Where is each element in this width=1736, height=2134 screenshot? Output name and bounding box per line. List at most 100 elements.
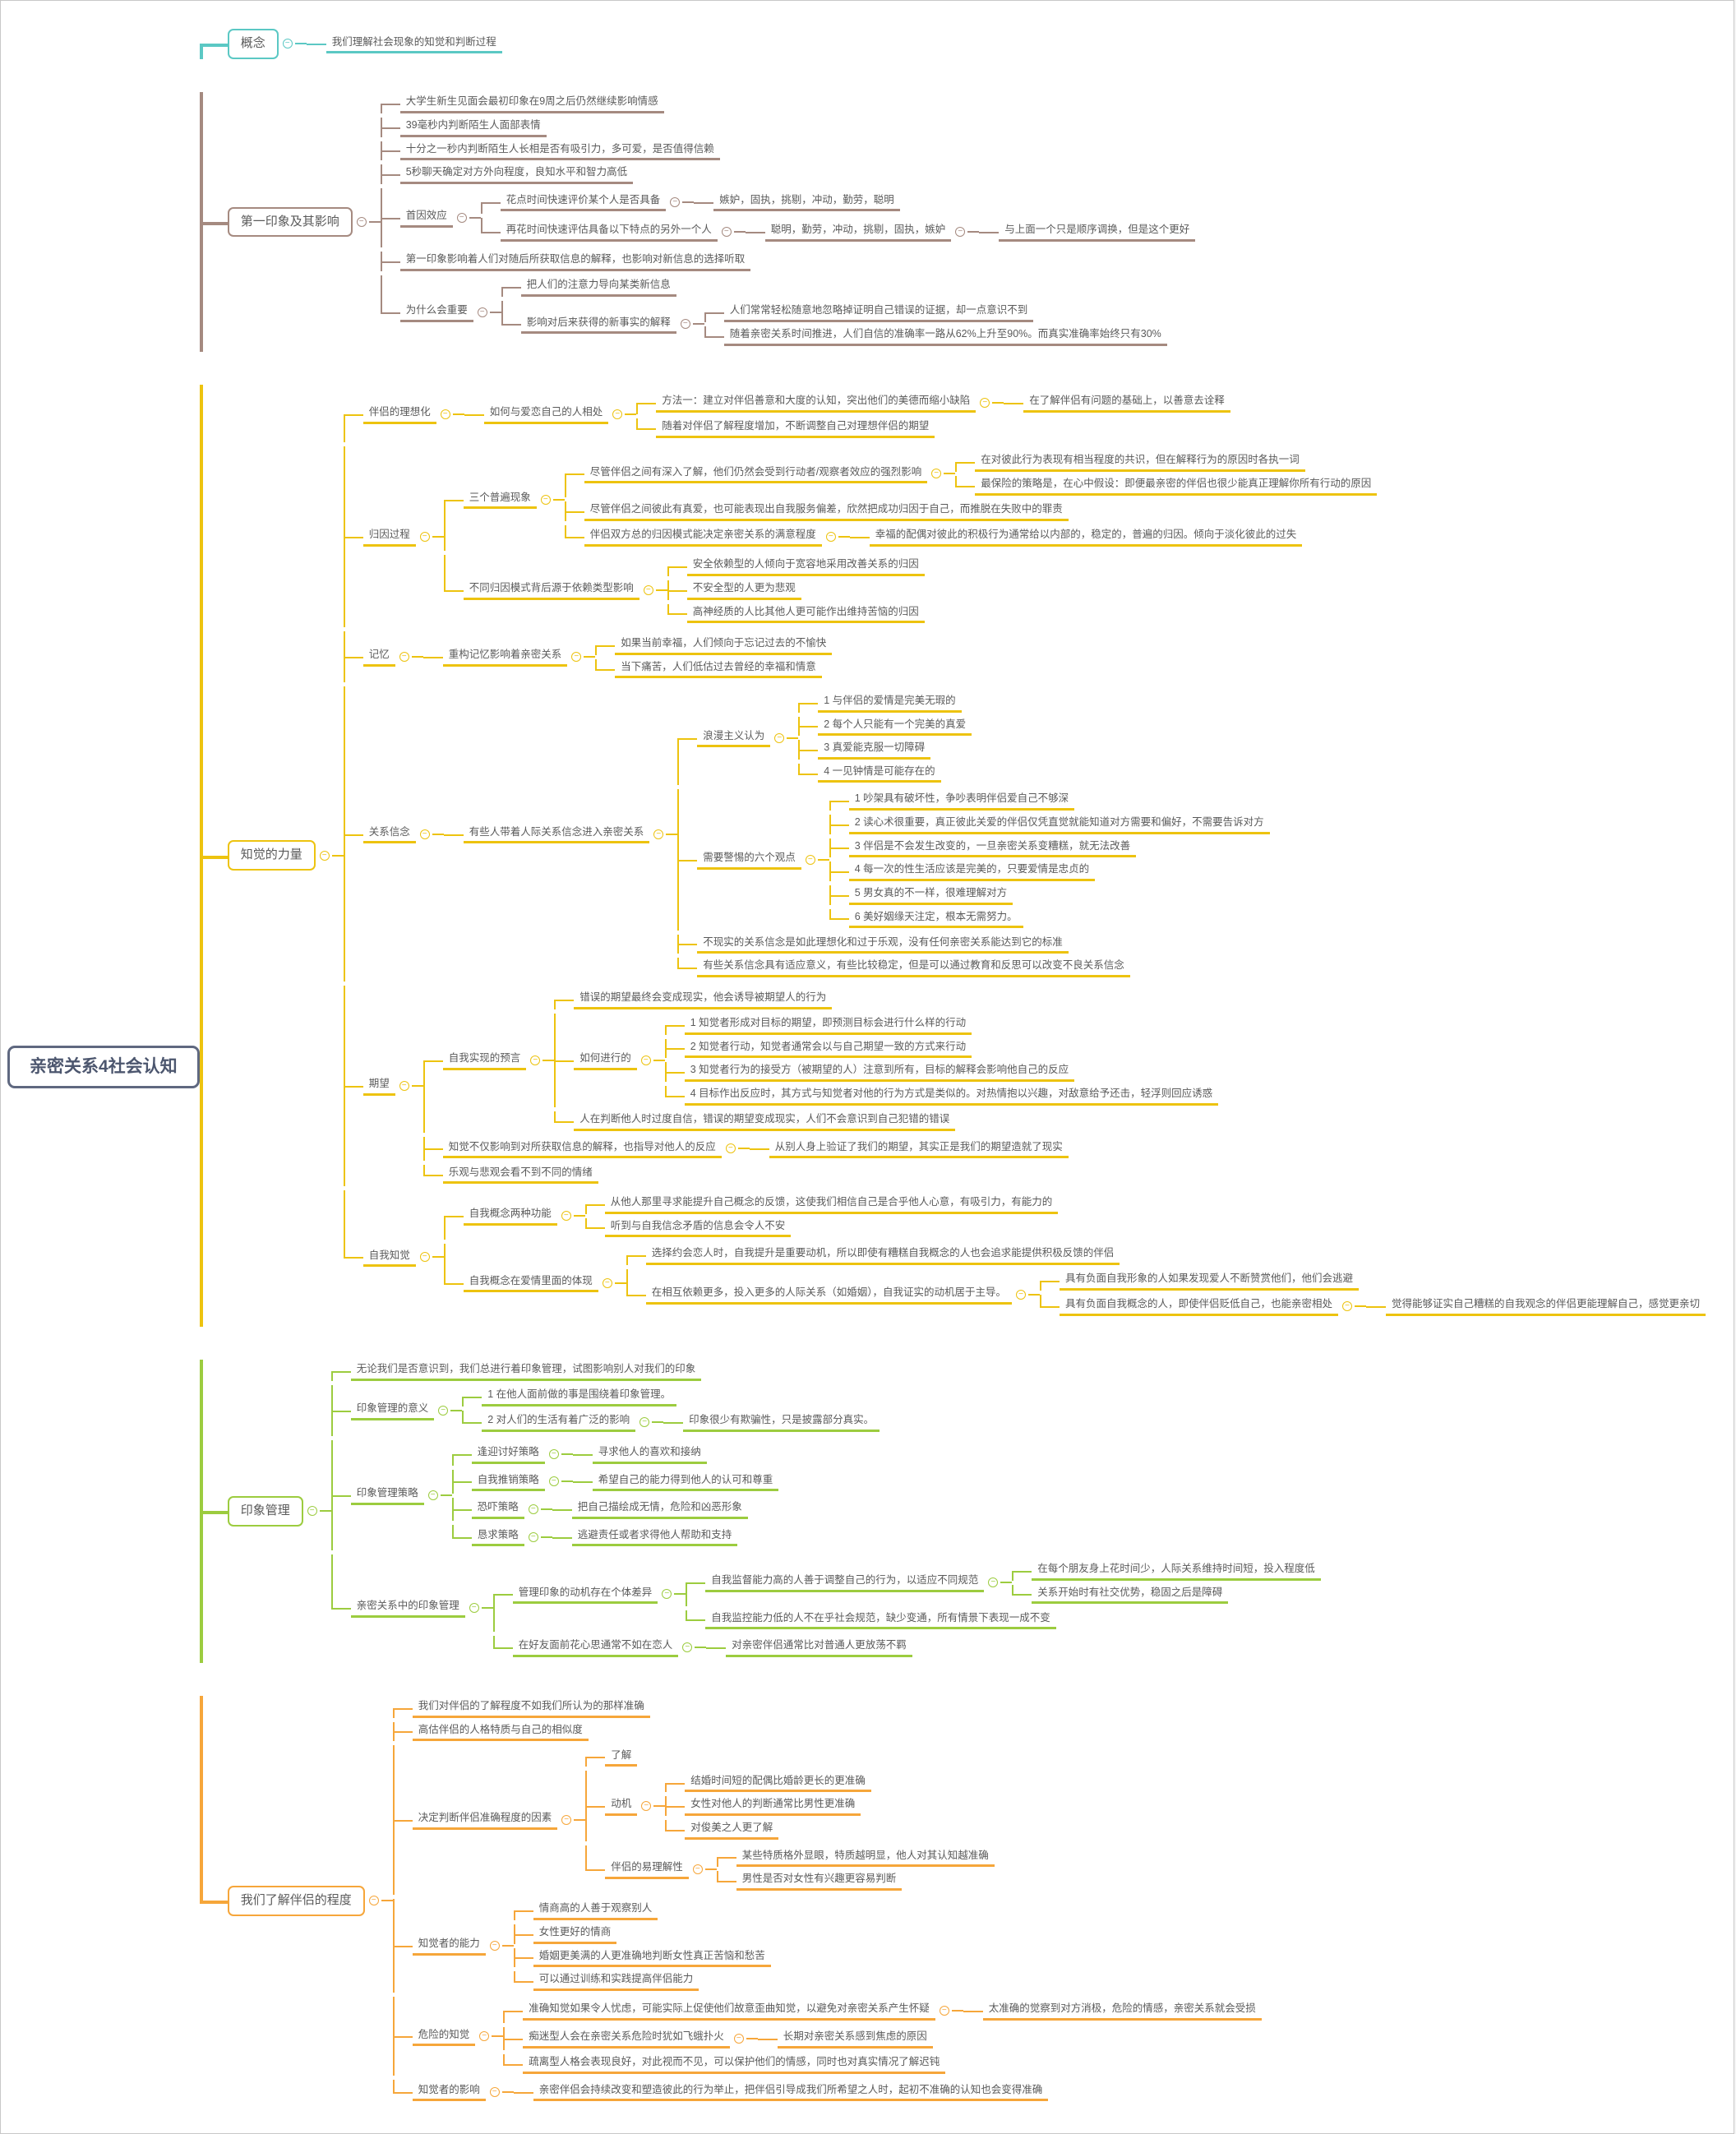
subtopic[interactable]: 需要警惕的六个观点 [697,850,801,870]
main-topic[interactable]: 概念 [227,29,279,59]
subtopic[interactable]: 期望 [362,1076,395,1096]
subtopic[interactable]: 伴侣的易理解性 [605,1859,689,1879]
subtopic[interactable]: 不同归因模式背后源于依赖类型影响 [463,580,639,600]
subtopic[interactable]: 从别人身上验证了我们的期望，其实正是我们的期望造就了现实 [769,1139,1069,1159]
subtopic[interactable]: 2 读心术很重要，真正彼此关爱的伴侣仅凭直觉就能知道对方需要和偏好，不需要告诉对… [848,815,1270,834]
subtopic[interactable]: 我们对伴侣的了解程度不如我们所认为的那样准确 [412,1698,650,1718]
subtopic[interactable]: 随着亲密关系时间推进，人们自信的准确率一路从62%上升至90%。而真实准确率始终… [723,326,1167,346]
subtopic[interactable]: 39毫秒内判断陌生人面部表情 [399,118,547,137]
subtopic[interactable]: 首因效应 [399,208,453,228]
main-topic[interactable]: 第一印象及其影响 [227,206,353,238]
subtopic[interactable]: 不安全型的人更为悲观 [686,580,801,600]
subtopic[interactable]: 自我推销策略 [471,1472,545,1492]
collapse-icon[interactable]: − [571,652,582,663]
collapse-icon[interactable]: − [931,469,942,479]
subtopic[interactable]: 当下痛苦，人们低估过去曾经的幸福和情意 [615,659,822,679]
collapse-icon[interactable]: − [419,829,430,839]
collapse-icon[interactable]: − [680,319,690,330]
subtopic[interactable]: 亲密伴侣会持续改变和塑造彼此的行为举止，把伴侣引导成我们所希望之人时，起初不准确… [533,2082,1049,2102]
subtopic[interactable]: 在相互依赖更多，投入更多的人际关系（如婚姻），自我证实的动机居于主导。 [645,1285,1012,1305]
subtopic[interactable]: 自我监控能力低的人不在乎社会规范，缺少变通，所有情景下表现一成不变 [705,1610,1056,1630]
main-topic[interactable]: 印象管理 [227,1496,303,1527]
collapse-icon[interactable]: − [319,850,330,861]
subtopic[interactable]: 与上面一个只是顺序调换，但是这个更好 [999,222,1196,242]
subtopic[interactable]: 4 一见钟情是可能存在的 [818,764,941,783]
subtopic[interactable]: 1 与伴侣的爱情是完美无瑕的 [818,693,962,713]
subtopic[interactable]: 太准确的觉察到对方消极，危险的情感，亲密关系就会受损 [982,2001,1262,2021]
collapse-icon[interactable]: − [602,1277,612,1288]
collapse-icon[interactable]: − [528,1504,538,1514]
collapse-icon[interactable]: − [438,1405,449,1416]
subtopic[interactable]: 高估伴侣的人格特质与自己的相似度 [412,1722,589,1742]
subtopic[interactable]: 长期对亲密关系感到焦虑的原因 [777,2029,933,2049]
subtopic[interactable]: 影响对后来获得的新事实的解释 [520,315,676,335]
subtopic[interactable]: 1 在他人面前做的事是围绕着印象管理。 [482,1387,677,1406]
subtopic[interactable]: 知觉者的影响 [412,2082,486,2102]
subtopic[interactable]: 人们常常轻松随意地忽略掉证明自己错误的证据，却一点意识不到 [723,303,1034,322]
collapse-icon[interactable]: − [419,531,430,542]
subtopic[interactable]: 花点时间快速评价某个人是否具备 [500,192,667,212]
collapse-icon[interactable]: − [561,1815,572,1825]
subtopic[interactable]: 具有负面自我概念的人，即使伴侣贬低自己，也能亲密相处 [1060,1296,1339,1316]
collapse-icon[interactable]: − [733,2033,744,2044]
collapse-icon[interactable]: − [477,307,487,318]
subtopic[interactable]: 结婚时间短的配偶比婚龄更长的更准确 [685,1773,871,1793]
subtopic[interactable]: 亲密关系中的印象管理 [350,1598,465,1618]
subtopic[interactable]: 恐吓策略 [471,1499,524,1519]
subtopic[interactable]: 自我概念在爱情里面的体现 [463,1273,598,1293]
subtopic[interactable]: 伴侣双方总的归因模式能决定亲密关系的满意程度 [584,527,822,547]
subtopic[interactable]: 错误的期望最终会变成现实，他会诱导被期望人的行为 [574,990,833,1009]
subtopic[interactable]: 管理印象的动机存在个体差异 [512,1585,658,1605]
subtopic[interactable]: 情商高的人善于观察别人 [533,1901,658,1920]
collapse-icon[interactable]: − [774,732,785,743]
subtopic[interactable]: 3 伴侣是不会发生改变的，一旦亲密关系变糟糕，就无法改善 [848,838,1137,858]
subtopic[interactable]: 高神经质的人比其他人更可能作出维持苦恼的归因 [686,604,925,624]
subtopic[interactable]: 如果当前幸福，人们倾向于忘记过去的不愉快 [615,635,833,655]
collapse-icon[interactable]: − [479,2031,490,2042]
collapse-icon[interactable]: − [548,1476,559,1487]
collapse-icon[interactable]: − [939,2006,949,2016]
subtopic[interactable]: 3 真爱能克服一切障碍 [818,740,931,760]
subtopic[interactable]: 把人们的注意力导向某类新信息 [520,277,676,297]
collapse-icon[interactable]: − [399,1080,409,1091]
collapse-icon[interactable]: − [988,1577,999,1587]
subtopic[interactable]: 男性是否对女性有兴趣更容易判断 [736,1871,903,1891]
subtopic[interactable]: 知觉者的能力 [412,1936,486,1956]
subtopic[interactable]: 关系开始时有社交优势，稳固之后是障碍 [1032,1585,1229,1605]
collapse-icon[interactable]: − [639,1417,650,1428]
subtopic[interactable]: 如何与爱恋自己的人相处 [483,404,609,424]
subtopic[interactable]: 有些人带着人际关系信念进入亲密关系 [463,824,650,844]
subtopic[interactable]: 决定判断伴侣准确程度的因素 [412,1810,558,1830]
subtopic[interactable]: 嫉妒，固执，挑剔，冲动，勤劳，聪明 [713,192,900,212]
subtopic[interactable]: 从他人那里寻求能提升自己概念的反馈，这使我们相信自己是合乎他人心意，有吸引力，有… [604,1194,1059,1214]
collapse-icon[interactable]: − [540,494,551,505]
subtopic[interactable]: 2 对人们的生活有着广泛的影响 [482,1412,636,1432]
collapse-icon[interactable]: − [662,1589,672,1600]
subtopic[interactable]: 疏离型人格会表现良好，对此视而不见，可以保护他们的情感，同时也对真实情况了解迟钝 [523,2054,946,2074]
collapse-icon[interactable]: − [612,409,623,420]
subtopic[interactable]: 1 吵架具有破坏性，争吵表明伴侣爱自己不够深 [848,791,1075,811]
collapse-icon[interactable]: − [528,1531,538,1542]
subtopic[interactable]: 再花时间快速评估具备以下特点的另外一个人 [500,222,718,242]
collapse-icon[interactable]: − [640,1055,651,1065]
collapse-icon[interactable]: − [980,397,990,408]
subtopic[interactable]: 幸福的配偶对彼此的积极行为通常给以内部的，稳定的，普遍的归因。倾向于淡化彼此的过… [869,527,1303,547]
collapse-icon[interactable]: − [530,1055,541,1065]
collapse-icon[interactable]: − [561,1211,571,1221]
subtopic[interactable]: 4 每一次的性生活应该是完美的，只要爱情是忠贞的 [848,861,1096,881]
subtopic[interactable]: 危险的知觉 [412,2027,476,2047]
subtopic[interactable]: 如何进行的 [574,1051,637,1070]
collapse-icon[interactable]: − [419,1252,430,1263]
subtopic[interactable]: 2 每个人只能有一个完美的真爱 [818,717,972,737]
collapse-icon[interactable]: − [692,1864,703,1874]
subtopic[interactable]: 无论我们是否意识到，我们总进行着印象管理，试图影响别人对我们的印象 [350,1361,702,1381]
subtopic[interactable]: 方法一：建立对伴侣善意和大度的认知，突出他们的美德而缩小缺陷 [656,393,976,413]
subtopic[interactable]: 对亲密伴侣通常比对普通人更放荡不羁 [726,1637,912,1657]
collapse-icon[interactable]: − [368,1896,379,1906]
collapse-icon[interactable]: − [805,854,815,865]
subtopic[interactable]: 尽管伴侣之间有深入了解，他们仍然会受到行动者/观察者效应的强烈影响 [584,464,928,484]
subtopic[interactable]: 尽管伴侣之间彼此有真爱，也可能表现出自我服务偏差，欣然把成功归因于自己，而推脱在… [584,501,1069,521]
subtopic[interactable]: 重构记忆影响着亲密关系 [442,647,568,667]
subtopic[interactable]: 恳求策略 [471,1527,524,1547]
subtopic[interactable]: 我们理解社会现象的知觉和判断过程 [326,35,502,54]
